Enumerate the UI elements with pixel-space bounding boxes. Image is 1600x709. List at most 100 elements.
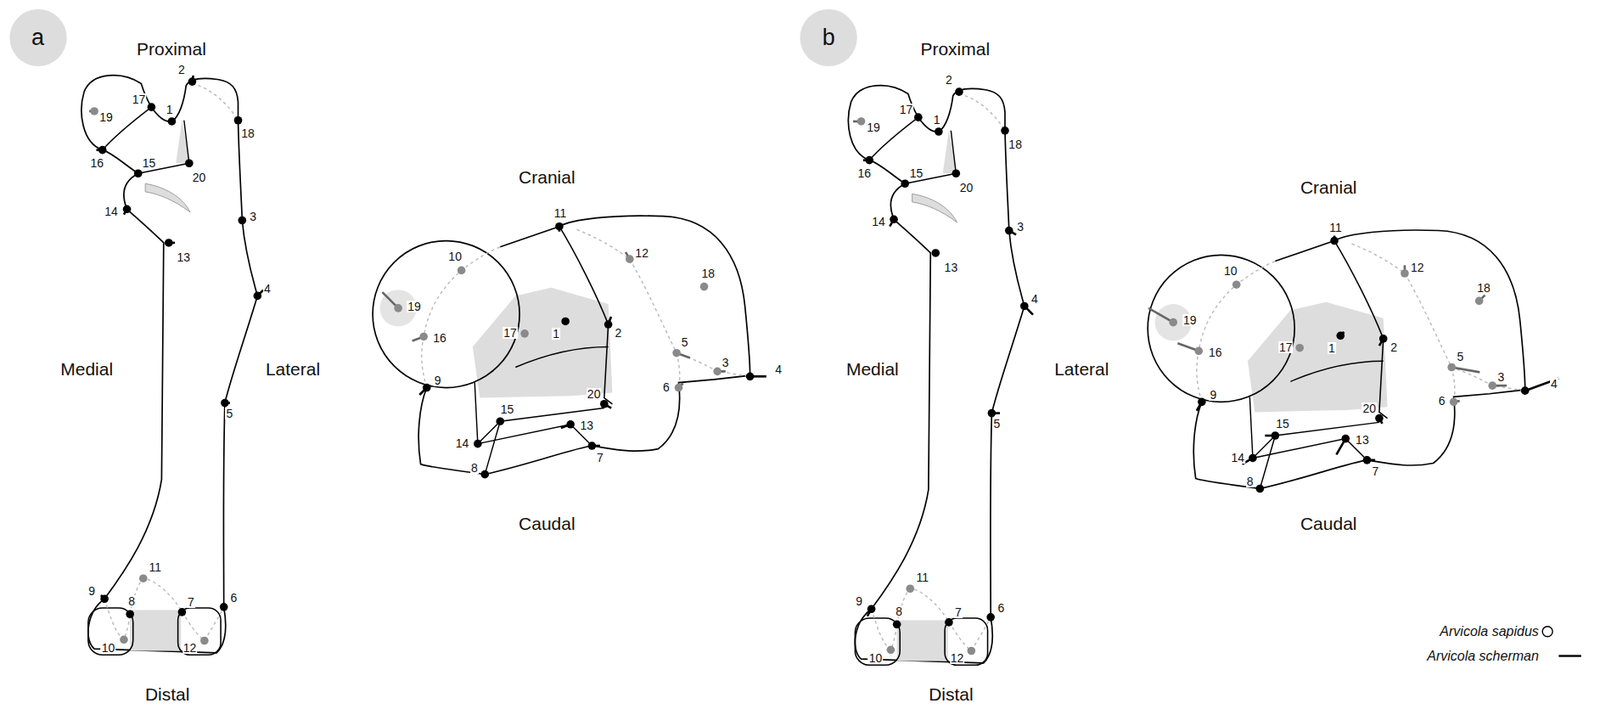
landmark-dot (889, 215, 899, 225)
landmark-dot (1447, 363, 1456, 372)
landmark-number: 6 (229, 591, 238, 604)
landmark-number: 5 (993, 417, 1002, 430)
landmark-dot (905, 583, 915, 593)
landmark-number: 8 (127, 595, 136, 607)
landmark-dot (1521, 386, 1530, 395)
legend-circle-sample (1542, 626, 1553, 637)
landmark-number: 2 (1389, 341, 1398, 354)
landmark-number: 13 (943, 261, 960, 274)
landmark-number: 8 (894, 605, 904, 618)
landmark-number: 4 (774, 363, 783, 376)
landmark-dot (954, 87, 964, 96)
landmark-number: 9 (87, 584, 96, 597)
landmark-dot (393, 303, 403, 313)
landmark-number: 1 (551, 327, 561, 340)
landmark-number: 15 (141, 157, 158, 169)
landmark-dot (934, 127, 944, 136)
landmark-dot (200, 636, 209, 646)
landmark-number: 9 (433, 374, 443, 387)
variation-vector (1148, 308, 1174, 323)
landmark-dot (712, 367, 722, 377)
femur-proximal-view (1147, 230, 1526, 489)
landmark-number: 19 (406, 300, 422, 313)
landmark-number: 17 (1278, 341, 1294, 354)
landmark-dot (253, 291, 263, 301)
landmark-number: 7 (595, 451, 605, 464)
landmark-dot (604, 320, 613, 329)
landmark-number: 15 (909, 167, 925, 180)
landmark-dot (887, 645, 896, 655)
landmark-dot (125, 609, 135, 618)
landmark-number: 11 (147, 561, 163, 573)
landmark-dot (914, 112, 923, 122)
landmark-dot (588, 441, 597, 450)
landmark-dot (134, 168, 143, 178)
landmark-dot (1475, 297, 1484, 306)
panel-badge (9, 9, 67, 67)
panel-badge (800, 9, 858, 67)
landmark-number: 5 (225, 407, 235, 420)
landmark-dot (89, 106, 99, 116)
landmark-number: 6 (662, 381, 671, 393)
direction-label: Medial (846, 359, 899, 377)
landmark-dot (495, 416, 505, 426)
landmark-number: 8 (470, 461, 479, 474)
landmark-dot (98, 145, 107, 155)
landmark-number: 11 (1328, 221, 1343, 234)
landmark-number: 7 (1371, 465, 1381, 478)
landmark-dot (1336, 331, 1345, 340)
landmark-dot (900, 179, 910, 188)
landmark-number: 12 (634, 247, 650, 259)
landmark-dot (1400, 269, 1410, 278)
landmark-number: 10 (1223, 264, 1239, 277)
landmark-dot (931, 248, 940, 258)
direction-label: Distal (145, 684, 191, 703)
landmark-number: 2 (944, 73, 954, 86)
landmark-number: 13 (176, 251, 192, 264)
landmark-number: 18 (1007, 138, 1023, 151)
landmark-dot (164, 238, 174, 248)
landmark-dot (1341, 434, 1350, 444)
landmark-number: 7 (186, 595, 196, 608)
landmark-number: 19 (1182, 314, 1198, 326)
legend-line-sample (1558, 654, 1581, 657)
landmark-number: 4 (1030, 292, 1039, 305)
landmark-dot (1363, 455, 1372, 465)
landmark-number: 20 (959, 181, 975, 194)
landmark-dot (867, 604, 876, 613)
landmark-number: 2 (177, 63, 186, 76)
landmark-number: 16 (1207, 346, 1224, 359)
landmark-number: 3 (721, 356, 730, 369)
landmark-number: 6 (1437, 394, 1447, 407)
landmark-number: 9 (1208, 388, 1218, 401)
landmark-number: 10 (868, 651, 884, 664)
variation-vector (1525, 378, 1560, 391)
landmark-number: 4 (1549, 377, 1559, 390)
landmark-number: 4 (263, 282, 272, 295)
landmark-number: 17 (898, 103, 915, 116)
landmark-dot (419, 332, 428, 342)
landmark-number: 10 (101, 641, 117, 654)
landmark-number: 5 (1455, 350, 1465, 363)
direction-label: Medial (60, 359, 113, 377)
landmark-dot (123, 204, 132, 214)
landmark-dot (1004, 226, 1014, 236)
landmark-number: 18 (240, 127, 256, 140)
landmark-number: 7 (954, 606, 963, 618)
landmark-dot (952, 168, 961, 178)
landmark-dot (238, 216, 248, 225)
landmark-number: 14 (1229, 451, 1246, 464)
landmark-dot (1330, 236, 1339, 246)
landmark-number: 9 (854, 595, 864, 607)
landmark-dot (178, 607, 187, 617)
landmark-number: 18 (1476, 281, 1492, 294)
landmark-number: 11 (553, 207, 568, 219)
landmark-number: 8 (1246, 475, 1255, 488)
landmark-number: 3 (248, 210, 258, 223)
direction-label: Distal (928, 684, 974, 703)
landmark-number: 2 (614, 326, 624, 339)
landmark-dot (234, 116, 243, 125)
landmark-dot (674, 383, 684, 393)
landmark-number: 15 (499, 403, 516, 416)
